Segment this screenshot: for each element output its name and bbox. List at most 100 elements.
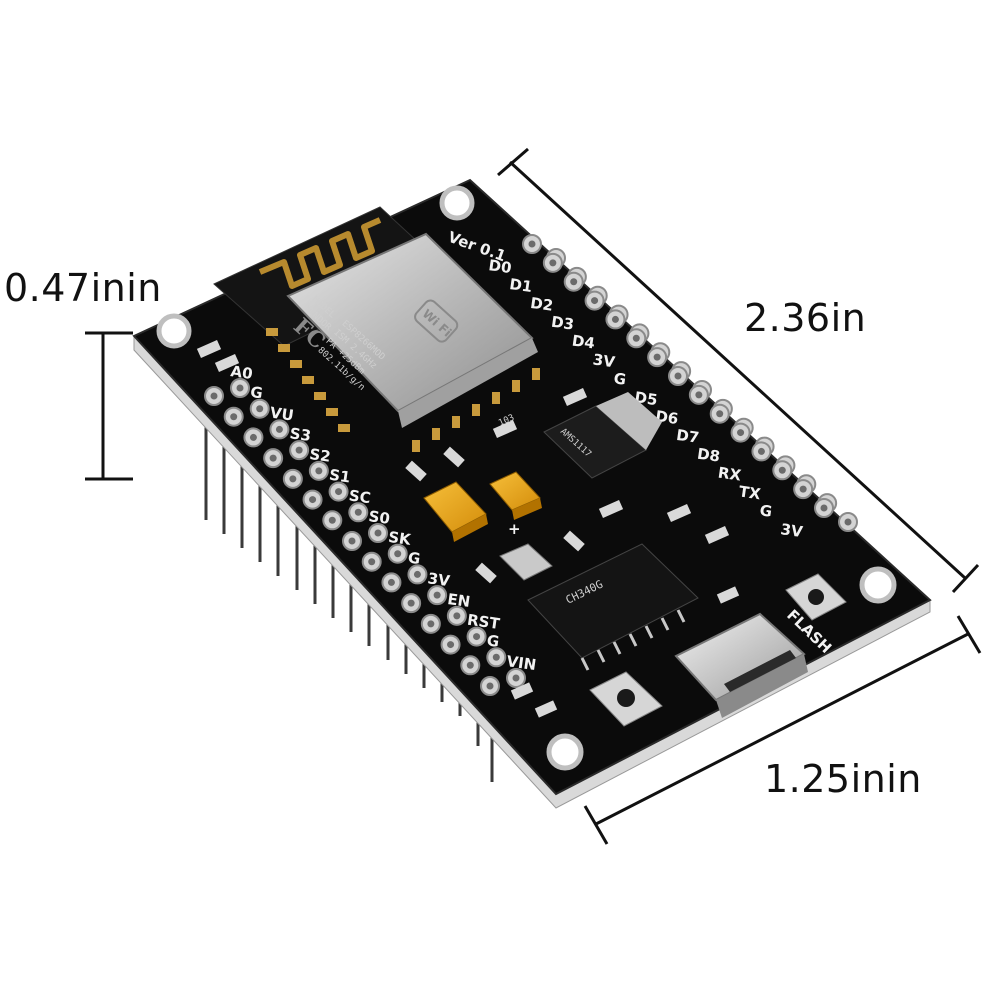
right-pad-3-hole <box>591 297 599 305</box>
left-pad-inner-7-hole <box>374 529 382 537</box>
right-pin-label-11: RX <box>717 464 743 485</box>
tantalum-capacitor-2 <box>489 471 542 520</box>
right-pin-label-2: D2 <box>529 294 554 315</box>
left-pad-inner-10-hole <box>433 591 441 599</box>
right-pad-12-hole <box>778 466 786 474</box>
left-pin-label-2: VU <box>269 404 295 425</box>
right-pin-label-0: D0 <box>487 256 512 277</box>
shield-castellation <box>398 338 538 428</box>
left-pad-inner-1-hole <box>256 405 264 413</box>
left-header-pads <box>204 378 526 696</box>
height-dimension-line <box>85 331 133 481</box>
right-pin-label-3: D3 <box>550 313 575 334</box>
left-pad-5-hole <box>309 496 317 504</box>
left-pad-inner-14-hole <box>512 674 520 682</box>
left-pad-inner-9-hole <box>413 570 421 578</box>
mounting-holes <box>156 185 897 771</box>
left-pad-inner-0-hole <box>236 384 244 392</box>
usb-serial-chip: CH340G <box>527 543 699 659</box>
left-pin-label-4: S2 <box>308 445 332 466</box>
length-dimension-line <box>497 147 980 594</box>
right-pin-label-10: D8 <box>696 445 721 466</box>
right-pad-14-hole <box>820 504 828 512</box>
left-pad-14-hole <box>486 682 494 690</box>
right-pin-label-12: TX <box>738 482 763 503</box>
tantalum-capacitor-1 <box>423 481 488 542</box>
right-pin-label-1: D1 <box>508 275 533 296</box>
left-pin-label-3: S3 <box>289 424 313 445</box>
right-pad-6-hole <box>653 353 661 361</box>
right-pin-label-13: G <box>759 501 774 521</box>
left-pad-0-hole <box>210 392 218 400</box>
crystal-oscillator <box>499 543 553 581</box>
right-pin-label-9: D7 <box>675 426 700 447</box>
right-pad-13-hole <box>799 485 807 493</box>
left-pad-11-hole <box>427 620 435 628</box>
left-pad-1-hole <box>230 413 238 421</box>
left-pad-inner-12-hole <box>473 633 481 641</box>
left-pin-label-14: VIN <box>505 652 537 674</box>
right-pad-1-hole <box>549 259 557 267</box>
left-pin-label-13: G <box>486 631 501 651</box>
right-pin-label-6: G <box>613 369 628 389</box>
micro-usb-port[interactable] <box>674 612 808 718</box>
smd-components <box>196 339 740 718</box>
reset-button[interactable] <box>589 671 663 727</box>
serial-chip-legs <box>580 609 686 671</box>
left-pad-2-hole <box>249 433 257 441</box>
width-dimension-label: 1.25inin <box>764 757 922 801</box>
left-pad-3-hole <box>269 454 277 462</box>
right-pad-2-hole <box>570 278 578 286</box>
left-pin-label-8: SK <box>387 528 413 549</box>
left-pad-10-hole <box>407 599 415 607</box>
right-pad-10-hole <box>737 429 745 437</box>
left-pin-label-9: G <box>407 549 422 569</box>
right-pin-label-5: 3V <box>592 350 617 371</box>
right-pin-label-14: 3V <box>779 520 804 541</box>
left-pin-label-7: S0 <box>367 507 391 528</box>
height-dimension-label: 0.47inin <box>4 266 162 310</box>
left-pad-6-hole <box>328 516 336 524</box>
right-pad-0-hole <box>528 240 536 248</box>
right-pad-7-hole <box>674 372 682 380</box>
left-pin-label-5: S1 <box>328 466 352 487</box>
right-pad-outer-14-hole <box>844 518 852 526</box>
left-pin-label-10: 3V <box>427 569 452 590</box>
pcb-antenna-trace <box>258 217 382 289</box>
capacitor-plus-mark: + <box>508 520 521 538</box>
right-pad-9-hole <box>716 410 724 418</box>
right-pad-4-hole <box>611 315 619 323</box>
left-pad-4-hole <box>289 475 297 483</box>
right-pin-label-4: D4 <box>571 332 596 353</box>
left-pin-label-1: G <box>249 383 264 403</box>
left-pad-inner-6-hole <box>354 508 362 516</box>
right-header-pads <box>522 234 858 532</box>
left-pad-13-hole <box>466 661 474 669</box>
left-pad-inner-4-hole <box>315 467 323 475</box>
width-dimension-line <box>583 615 982 845</box>
left-pad-inner-11-hole <box>453 612 461 620</box>
left-pad-12-hole <box>447 641 455 649</box>
left-pad-9-hole <box>387 578 395 586</box>
module-pads <box>266 328 540 452</box>
voltage-regulator: AMS1117 <box>543 392 662 479</box>
left-pad-inner-3-hole <box>295 446 303 454</box>
left-pad-8-hole <box>368 558 376 566</box>
left-pin-label-0: A0 <box>229 362 253 383</box>
left-pin-label-6: SC <box>348 486 372 507</box>
left-pad-inner-13-hole <box>492 653 500 661</box>
right-pad-5-hole <box>632 334 640 342</box>
flash-button[interactable] <box>785 573 847 621</box>
length-dimension-label: 2.36in <box>744 296 867 340</box>
left-pin-label-11: EN <box>446 590 471 611</box>
left-pad-inner-8-hole <box>394 550 402 558</box>
left-pin-label-12: RST <box>466 611 502 633</box>
right-pad-11-hole <box>757 447 765 455</box>
left-pad-inner-5-hole <box>335 488 343 496</box>
right-pad-8-hole <box>695 391 703 399</box>
left-pad-inner-2-hole <box>275 425 283 433</box>
left-pad-7-hole <box>348 537 356 545</box>
